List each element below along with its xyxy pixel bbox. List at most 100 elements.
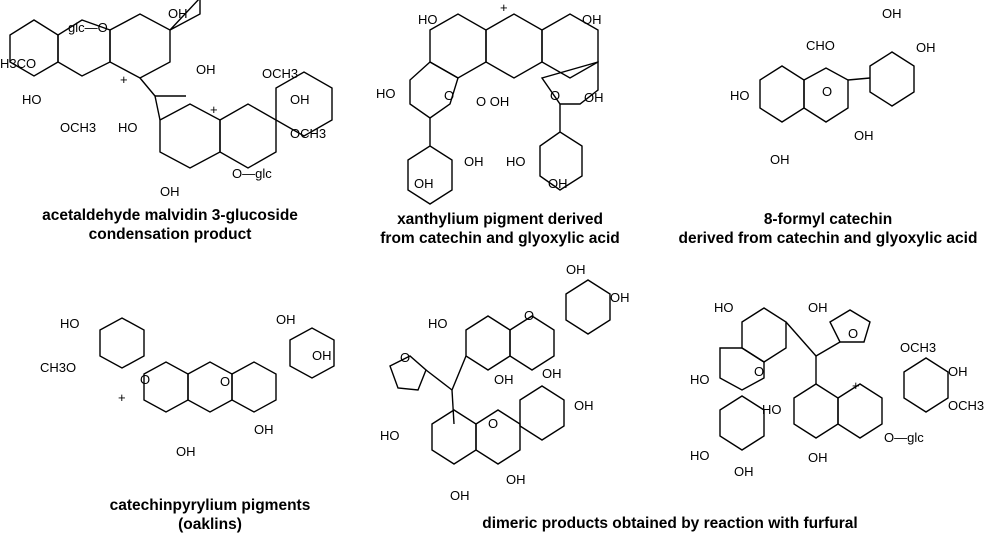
upper-catechin-ring-c <box>509 315 555 371</box>
bond <box>785 321 817 357</box>
oh-label: OH <box>464 154 484 169</box>
methoxyphenol-ring <box>99 317 145 369</box>
h3co-label: H3CO <box>0 56 36 71</box>
oh-label: OH <box>548 176 568 191</box>
upper-ring-a <box>109 13 171 79</box>
plus-label: + <box>852 378 860 393</box>
oh-label: OH <box>948 364 968 379</box>
flavylium-ring-c <box>837 383 883 439</box>
o-label: O <box>524 308 534 323</box>
upper-ring-b <box>9 19 59 77</box>
oh-label: OH <box>610 290 630 305</box>
ho-label: HO <box>714 300 734 315</box>
xanthylium-ring-center <box>485 13 543 79</box>
oh-label: OH <box>542 366 562 381</box>
pyrylium-ring <box>143 361 189 413</box>
oh-label: OH <box>414 176 434 191</box>
oh-label: OH <box>808 450 828 465</box>
ho-label: HO <box>380 428 400 443</box>
bond <box>847 77 871 81</box>
o-glc-label: O—glc <box>884 430 924 445</box>
bond <box>139 77 156 97</box>
ho-label: HO <box>118 120 138 135</box>
oh-label: OH <box>582 12 602 27</box>
upper-catechin-ring-a <box>465 315 511 371</box>
oh-label: OH <box>574 398 594 413</box>
plus-label: + <box>210 102 218 117</box>
o-label: O <box>550 88 560 103</box>
structure-xanthylium-pigment: + HO OH HO O O OH O OH OH OH HO OH <box>376 0 604 205</box>
ho-label: HO <box>22 92 42 107</box>
lower-ring-c <box>219 103 277 169</box>
o-label: O <box>400 350 410 365</box>
o-label: O <box>848 326 858 341</box>
cooh-label: O OH <box>476 94 509 109</box>
catechol-ring-left <box>407 118 453 205</box>
catechin-ring-c <box>719 347 765 391</box>
och3-label: OCH3 <box>900 340 936 355</box>
o-label: O <box>822 84 832 99</box>
flavylium-ring-a <box>793 383 839 439</box>
ho-label: HO <box>730 88 750 103</box>
oh-label: OH <box>584 90 604 105</box>
ho-label: HO <box>60 316 80 331</box>
structure-catechinpyrylium: HO CH3O O + O OH OH OH OH <box>40 312 335 459</box>
caption-xanthylium: xanthylium pigment derived from catechin… <box>380 211 620 247</box>
catechol-ring-right <box>539 104 583 191</box>
catechin-ring-c <box>231 361 277 413</box>
bond <box>815 341 841 357</box>
oh-label: OH <box>882 6 902 21</box>
plus-label: + <box>500 0 508 15</box>
catechin-ring-b <box>869 51 915 107</box>
caption-dimeric-furfural: dimeric products obtained by reaction wi… <box>482 515 858 532</box>
flavylium-ring-b <box>903 357 949 413</box>
oh-label: OH <box>566 262 586 277</box>
oh-label: OH <box>276 312 296 327</box>
furan-ring <box>829 309 871 343</box>
oh-label: OH <box>494 372 514 387</box>
o-label: O <box>444 88 454 103</box>
plus-label: + <box>118 390 126 405</box>
ho-label: HO <box>428 316 448 331</box>
pyran-ring-right <box>540 61 599 105</box>
structure-furfural-catechin-malvidin-dimer: HO OH HO O O OCH3 OH OCH3 + HO O—glc HO … <box>690 300 984 479</box>
bond <box>451 389 455 425</box>
oh-label: OH <box>176 444 196 459</box>
oh-label: OH <box>290 92 310 107</box>
oh-label: OH <box>770 152 790 167</box>
catechin-ring-c <box>803 67 849 123</box>
bond <box>425 369 453 391</box>
catechin-ring-a <box>759 65 805 123</box>
oh-label: OH <box>450 488 470 503</box>
cho-label: CHO <box>806 38 835 53</box>
ch3o-label: CH3O <box>40 360 76 375</box>
o-glc-label-lower: O—glc <box>232 166 272 181</box>
oh-label: OH <box>808 300 828 315</box>
ho-label: HO <box>690 448 710 463</box>
xanthylium-ring-left <box>429 13 487 79</box>
oh-label: OH <box>916 40 936 55</box>
o-label: O <box>220 374 230 389</box>
och3-label: OCH3 <box>290 126 326 141</box>
ho-label: HO <box>506 154 526 169</box>
oh-label: OH <box>312 348 332 363</box>
glc-o-label-upper: glc—O <box>68 20 108 35</box>
lower-catechin-ring-c <box>475 409 521 465</box>
upper-catechin-ring-b <box>565 279 611 335</box>
plus-label: + <box>120 72 128 87</box>
oh-label: OH <box>254 422 274 437</box>
och3-label: OCH3 <box>948 398 984 413</box>
caption-8-formyl-catechin: 8-formyl catechin derived from catechin … <box>678 211 978 247</box>
ho-label: HO <box>762 402 782 417</box>
o-label: O <box>754 364 764 379</box>
oh-label: OH <box>168 6 188 21</box>
oh-label: OH <box>734 464 754 479</box>
caption-acetaldehyde-malvidin: acetaldehyde malvidin 3-glucoside conden… <box>42 207 298 243</box>
oh-label: OH <box>506 472 526 487</box>
oh-label: OH <box>854 128 874 143</box>
catechin-ring-b <box>719 395 765 451</box>
catechin-ring-b <box>289 327 335 379</box>
o-label: O <box>488 416 498 431</box>
oh-label: OH <box>160 184 180 199</box>
och3-label: OCH3 <box>60 120 96 135</box>
